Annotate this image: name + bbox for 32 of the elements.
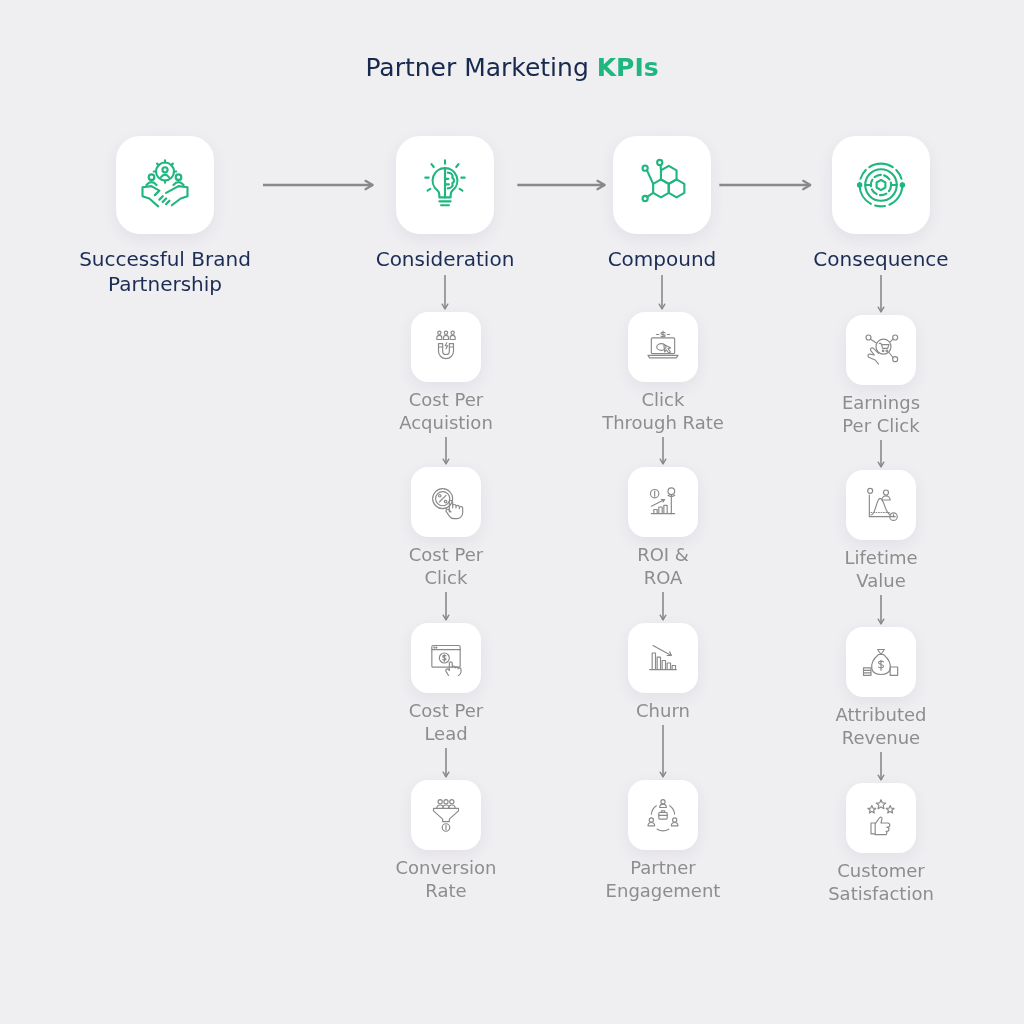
arrow: [877, 594, 885, 625]
arrow: [442, 747, 450, 778]
node-label: Attributed Revenue: [834, 703, 928, 749]
node-label: Partner Engagement: [604, 856, 722, 902]
arrow: [877, 439, 885, 468]
node-label: Earnings Per Click: [840, 391, 922, 437]
arrow: [441, 274, 449, 310]
arrow: [442, 436, 450, 465]
arrow: [659, 436, 667, 465]
node-label: Cost Per Acquistion: [398, 388, 494, 434]
node-label: Customer Satisfaction: [827, 859, 935, 905]
arrow: [659, 724, 667, 778]
node-label: ROI & ROA: [636, 543, 690, 589]
arrow: [719, 179, 812, 191]
node-label: Compound: [607, 247, 717, 272]
arrow: [877, 274, 885, 313]
node-label: Conversion Rate: [394, 856, 498, 902]
node-label: Click Through Rate: [601, 388, 725, 434]
arrow: [877, 751, 885, 781]
arrow: [442, 591, 450, 621]
arrow: [659, 591, 667, 621]
node-label: Successful Brand Partnership: [78, 247, 252, 297]
arrow: [658, 274, 666, 310]
title: Partner Marketing KPIs: [365, 52, 659, 84]
arrow: [517, 179, 606, 191]
node-label: Lifetime Value: [843, 546, 919, 592]
node-label: Consequence: [813, 247, 949, 272]
node-label: Cost Per Lead: [407, 699, 485, 745]
node-label: Consideration: [375, 247, 515, 272]
node-label: Cost Per Click: [407, 543, 485, 589]
node-label: Churn: [636, 699, 690, 722]
arrow: [263, 179, 374, 191]
